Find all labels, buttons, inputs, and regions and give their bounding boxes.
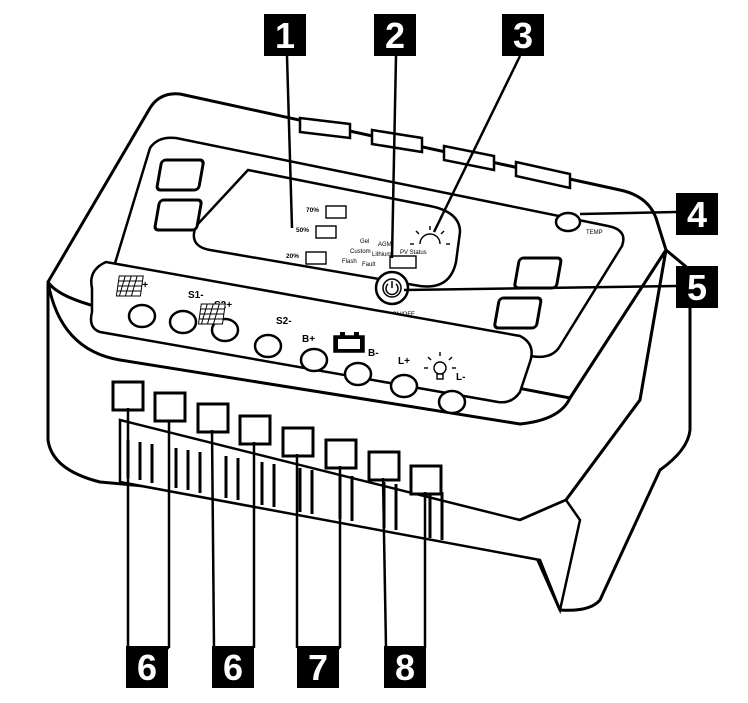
battery-level-50: 50% (296, 227, 309, 234)
svg-text:3: 3 (513, 15, 533, 56)
power-icon (385, 283, 399, 296)
svg-text:6: 6 (223, 647, 243, 688)
svg-text:6: 6 (137, 647, 157, 688)
label-l-pos: L+ (398, 356, 410, 367)
label-b-pos: B+ (302, 334, 315, 345)
label-s2-neg: S2- (276, 316, 292, 327)
svg-text:5: 5 (687, 267, 707, 308)
vent-skirt (118, 418, 582, 615)
svg-text:7: 7 (308, 647, 328, 688)
terminal-s1-pos[interactable] (127, 303, 157, 329)
terminal-l-neg[interactable] (437, 389, 467, 415)
battery-type-fault: Fault (362, 262, 376, 268)
cable-entry-1 (111, 380, 145, 412)
cable-entry-2 (153, 391, 187, 423)
terminal-b-pos[interactable] (299, 347, 329, 373)
terminal-l-pos[interactable] (389, 373, 419, 399)
battery-type-flash: Flash (342, 259, 357, 265)
battery-type-labels: Gel AGM Custom Lithium Flash Fault (342, 239, 417, 269)
callout-1: 1 (264, 14, 306, 56)
selection-onoff-button[interactable] (374, 270, 410, 306)
battery-terminal-icon (333, 332, 365, 353)
temp-label: TEMP (586, 230, 603, 236)
svg-text:2: 2 (385, 15, 405, 56)
label-s1-neg: S1- (188, 290, 204, 301)
callout-2: 2 (374, 14, 416, 56)
battery-type-gel: Gel (360, 239, 369, 245)
cable-entry-3 (196, 402, 230, 434)
svg-text:4: 4 (687, 194, 707, 235)
terminal-s2-neg[interactable] (253, 333, 283, 359)
pv-status-sun-icon (410, 226, 450, 245)
battery-icon-50 (315, 225, 337, 239)
battery-type-lithium: Lithium (372, 252, 391, 258)
battery-level-20: 20% (286, 253, 299, 260)
cable-entry-8 (409, 464, 443, 496)
terminal-s1-neg[interactable] (168, 309, 198, 335)
label-b-neg: B- (368, 348, 379, 359)
battery-icon-20 (305, 251, 327, 265)
battery-type-agm: AGM (378, 242, 392, 248)
terminal-screws (127, 303, 467, 415)
leader-lines (126, 55, 677, 649)
callout-8: 8 (384, 646, 426, 688)
pv-status-label: PV Status (400, 250, 427, 256)
battery-level-70: 70% (306, 207, 319, 214)
svg-text:1: 1 (275, 15, 295, 56)
callout-4: 4 (676, 193, 718, 235)
left-pads (153, 158, 205, 232)
right-pads (493, 256, 563, 330)
load-bulb-icon (424, 352, 456, 380)
label-l-neg: L- (456, 372, 465, 383)
cable-entry-4 (238, 414, 272, 446)
terminal-strip (89, 260, 533, 404)
fault-indicator (389, 255, 417, 269)
cable-entry-5 (281, 426, 315, 458)
battery-type-custom: Custom (350, 249, 371, 255)
cable-entry-6 (324, 438, 358, 470)
solar-panel-icon-1 (115, 275, 144, 297)
solar-panel-icon-2 (197, 303, 226, 325)
temp-sensor (554, 211, 582, 233)
battery-icon-70 (325, 205, 347, 219)
cable-entry-7 (367, 450, 401, 482)
callout-3: 3 (502, 14, 544, 56)
terminal-b-neg[interactable] (343, 361, 373, 387)
callout-5: 5 (676, 266, 718, 308)
callout-6a: 6 (126, 646, 168, 688)
callout-6b: 6 (212, 646, 254, 688)
battery-level-indicators: 70% 50% 20% (286, 205, 347, 265)
callout-7: 7 (297, 646, 339, 688)
svg-text:8: 8 (395, 647, 415, 688)
